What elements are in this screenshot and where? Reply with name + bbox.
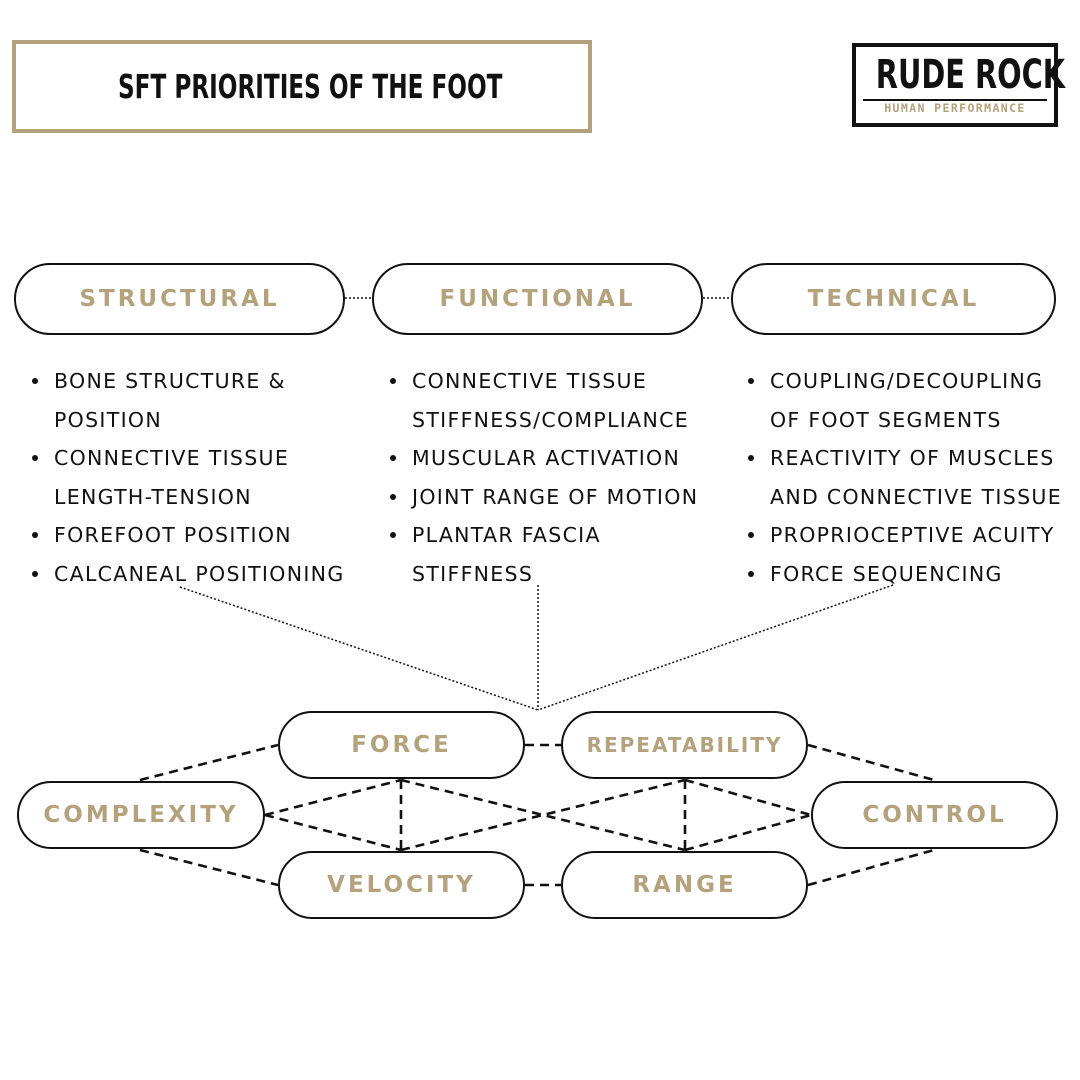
list-item: BONE STRUCTURE & POSITION [32, 362, 362, 439]
node-range-label: RANGE [632, 872, 737, 898]
category-technical-label: TECHNICAL [807, 286, 980, 312]
node-force: FORCE [278, 711, 525, 779]
node-control: CONTROL [811, 781, 1058, 849]
list-item: COUPLING/DECOUPLING OF FOOT SEGMENTS [748, 362, 1068, 439]
list-item: PLANTAR FASCIA STIFFNESS [390, 516, 710, 593]
node-velocity-label: VELOCITY [327, 872, 476, 898]
list-item: CONNECTIVE TISSUE LENGTH-TENSION [32, 439, 362, 516]
list-item: CONNECTIVE TISSUE STIFFNESS/COMPLIANCE [390, 362, 710, 439]
list-item: PROPRIOCEPTIVE ACUITY [748, 516, 1068, 555]
edge-complexity-velocity [139, 848, 279, 887]
convergence-line-structural [179, 586, 539, 711]
category-technical: TECHNICAL [731, 263, 1056, 335]
technical-list: COUPLING/DECOUPLING OF FOOT SEGMENTS REA… [748, 362, 1068, 593]
list-item: JOINT RANGE OF MOTION [390, 478, 710, 517]
node-repeatability-label: REPEATABILITY [586, 733, 783, 757]
page-title: SFT PRIORITIES OF THE FOOT [118, 67, 503, 106]
category-structural: STRUCTURAL [14, 263, 345, 335]
node-complexity: COMPLEXITY [17, 781, 265, 849]
list-item: MUSCULAR ACTIVATION [390, 439, 710, 478]
edge-complexity-velocity-center [264, 813, 402, 852]
node-force-label: FORCE [351, 732, 452, 758]
node-repeatability: REPEATABILITY [561, 711, 808, 779]
list-item: FORCE SEQUENCING [748, 555, 1068, 594]
edge-velocity-repeatability [400, 778, 686, 852]
title-box: SFT PRIORITIES OF THE FOOT [12, 40, 592, 133]
category-functional: FUNCTIONAL [372, 263, 703, 335]
category-functional-label: FUNCTIONAL [439, 286, 636, 312]
logo-wordmark: RUDE ROCK [875, 52, 1066, 98]
edge-repeatability-control-center [684, 778, 812, 817]
edge-range-control [807, 848, 935, 887]
list-item: REACTIVITY OF MUSCLES AND CONNECTIVE TIS… [748, 439, 1068, 516]
list-item: CALCANEAL POSITIONING [32, 555, 362, 594]
node-range: RANGE [561, 851, 808, 919]
convergence-line-technical [537, 584, 894, 711]
node-velocity: VELOCITY [278, 851, 525, 919]
list-item: FOREFOOT POSITION [32, 516, 362, 555]
edge-complexity-force [139, 743, 279, 782]
edge-range-control-center [684, 813, 812, 852]
brand-logo: RUDE ROCK HUMAN PERFORMANCE [852, 43, 1066, 127]
logo-tagline: HUMAN PERFORMANCE [863, 99, 1047, 116]
functional-list: CONNECTIVE TISSUE STIFFNESS/COMPLIANCE M… [390, 362, 710, 593]
node-complexity-label: COMPLEXITY [43, 802, 239, 828]
category-structural-label: STRUCTURAL [79, 286, 280, 312]
structural-list: BONE STRUCTURE & POSITION CONNECTIVE TIS… [32, 362, 362, 593]
node-control-label: CONTROL [862, 802, 1007, 828]
edge-force-range [400, 778, 686, 852]
edge-repeatability-control [807, 743, 935, 782]
edge-complexity-force-center [264, 778, 402, 817]
